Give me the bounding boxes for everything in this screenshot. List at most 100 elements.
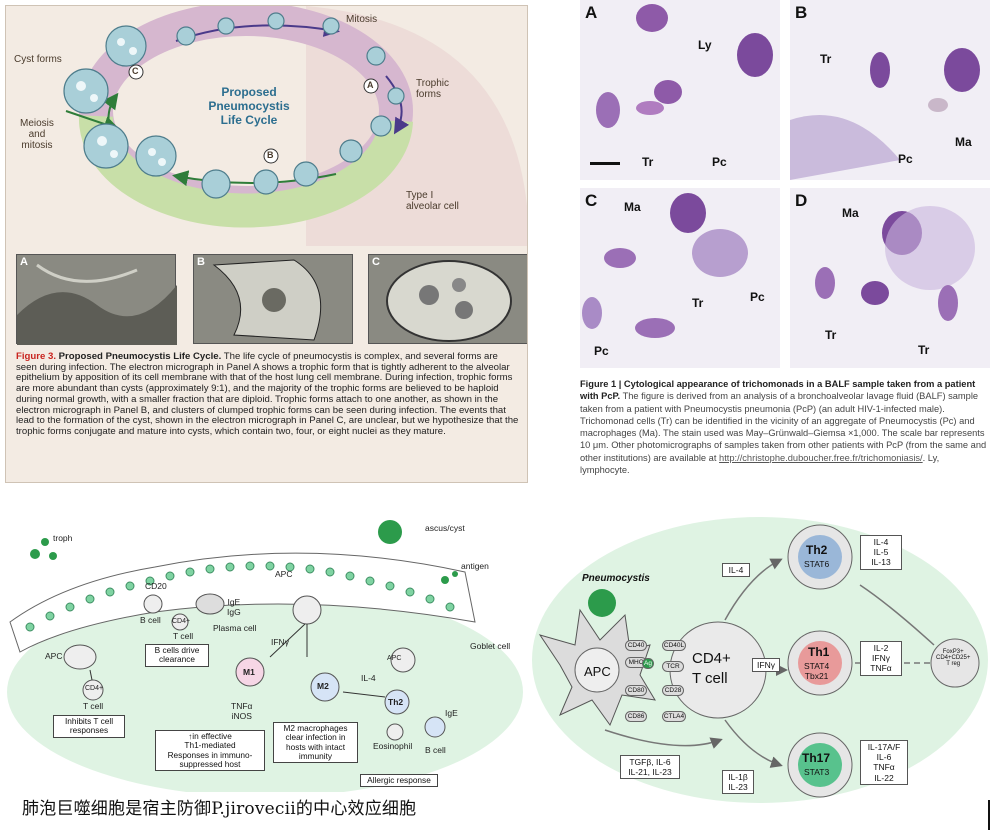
label-b-ma: Ma xyxy=(955,135,972,149)
label-tnf-inos: TNFα iNOS xyxy=(231,701,253,721)
label-eosinophil: Eosinophil xyxy=(373,741,413,751)
box-il4: IL-4 xyxy=(722,563,750,578)
box-th1-responses: ↑in effective Th1-mediated Responses in … xyxy=(155,730,265,772)
immune-illustration xyxy=(7,520,523,792)
label-cd4-main: CD4+ xyxy=(692,650,731,667)
receptor-ag: Ag xyxy=(642,658,654,669)
label-ige-igg: IgE IgG xyxy=(227,597,241,617)
label-tcell-main: T cell xyxy=(692,670,728,687)
cyto-caption-tail: . Ly, lymphocyte. xyxy=(580,452,940,475)
label-ifng: IFNγ xyxy=(271,637,289,647)
label-mitosis: Mitosis xyxy=(346,14,378,25)
label-il4: IL-4 xyxy=(361,673,376,683)
label-bcell2: B cell xyxy=(425,745,446,755)
box-il1b: IL-1β IL-23 xyxy=(722,770,754,795)
lifecycle-title: Proposed Pneumocystis Life Cycle xyxy=(208,85,290,127)
label-cd4-mid: CD4+ xyxy=(172,618,191,625)
label-trophic-forms: Trophic forms xyxy=(416,78,449,100)
caption-body: The life cycle of pneumocystis is comple… xyxy=(16,351,519,438)
label-troph: troph xyxy=(53,533,73,543)
box-ifng: IFNγ xyxy=(752,658,780,673)
tcell-differentiation-diagram: Pneumocystis APC CD4+ T cell CD40 MHC Ag… xyxy=(530,515,990,805)
cyto-letter-c: C xyxy=(585,191,598,210)
cyto-panel-d: D Ma Tr Tr xyxy=(790,188,990,368)
receptor-cd86: CD86 xyxy=(625,711,647,722)
label-stat6: STAT6 xyxy=(804,559,830,569)
box-th2-cytokines: IL-4 IL-5 IL-13 xyxy=(860,535,902,570)
label-m2: M2 xyxy=(317,681,329,691)
label-a-tr: Tr xyxy=(642,155,654,169)
cytology-figure: A Ly Tr Pc B Tr Ma Pc C Ma Tr Pc Pc D Ma xyxy=(580,0,990,370)
immune-diagram: troph ascus/cyst antigen APC APC APC CD2… xyxy=(5,512,525,792)
receptor-cd28: CD28 xyxy=(662,685,684,696)
lifecycle-figure: C A B Proposed Pneumocystis Life Cycle M… xyxy=(5,5,528,483)
label-c-pc1: Pc xyxy=(750,290,765,304)
label-b-tr: Tr xyxy=(820,52,832,66)
cyto-caption-body: The figure is derived from an analysis o… xyxy=(580,391,987,463)
label-ige: IgE xyxy=(445,708,458,718)
label-th1: Th1 xyxy=(808,645,830,659)
box-tgfb-cytokines: TGFβ, IL-6 IL-21, IL-23 xyxy=(620,755,680,780)
box-allergic: Allergic response xyxy=(360,774,438,788)
label-stat3: STAT3 xyxy=(804,767,830,777)
cyto-caption-heading: Figure 1 | Cytological appearance of tri… xyxy=(580,379,976,402)
label-cd20: CD20 xyxy=(145,581,167,591)
cyto-panel-a: A Ly Tr Pc xyxy=(580,0,780,180)
label-ly: Ly xyxy=(698,38,712,52)
cytology-caption: Figure 1 | Cytological appearance of tri… xyxy=(580,378,990,488)
label-cyst-forms: Cyst forms xyxy=(14,54,62,65)
receptor-tcr: TCR xyxy=(662,661,684,672)
label-goblet-cell: Goblet cell xyxy=(470,641,511,651)
label-apc-mid: APC xyxy=(275,569,293,579)
lifecycle-caption: Figure 3. Proposed Pneumocystis Life Cyc… xyxy=(16,351,521,438)
label-stat4: STAT4 Tbx21 xyxy=(804,661,830,681)
label-d-tr1: Tr xyxy=(825,328,837,342)
em-letter-b: B xyxy=(197,256,205,268)
chinese-caption: 肺泡巨噬细胞是宿主防御P.jirovecii的中心效应细胞 xyxy=(22,799,417,819)
receptor-cd80: CD80 xyxy=(625,685,647,696)
receptor-ctla4: CTLA4 xyxy=(662,711,686,722)
em-letter-c: C xyxy=(372,256,380,268)
label-c-ma: Ma xyxy=(624,200,641,214)
box-bcells-drive: B cells drive clearance xyxy=(145,644,209,667)
cyto-panel-b: B Tr Ma Pc xyxy=(790,0,990,180)
box-th17-cytokines: IL-17A/F IL-6 TNFα IL-22 xyxy=(860,740,908,785)
label-cd4-left: CD4+ xyxy=(85,685,104,692)
edge-mark xyxy=(988,800,990,830)
box-inhibits-tcell: Inhibits T cell responses xyxy=(53,715,125,738)
em-panel-a: A xyxy=(16,254,177,345)
label-d-tr2: Tr xyxy=(918,343,930,357)
em-letter-a: A xyxy=(20,256,28,268)
cyto-letter-d: D xyxy=(795,191,808,210)
marker-c: C xyxy=(132,66,139,76)
label-meiosis: Meiosis and mitosis xyxy=(20,118,54,151)
caption-figure-number: Figure 3. xyxy=(16,351,56,362)
box-m2-clear: M2 macrophages clear infection in hosts … xyxy=(273,722,358,764)
marker-a: A xyxy=(367,80,374,90)
receptor-cd40l: CD40L xyxy=(662,640,686,651)
cyto-caption-link[interactable]: http://christophe.duboucher.free.fr/tric… xyxy=(719,452,923,463)
label-th2: Th2 xyxy=(388,697,404,707)
box-th1-cytokines: IL-2 IFNγ TNFα xyxy=(860,641,902,676)
caption-heading: Proposed Pneumocystis Life Cycle. xyxy=(58,351,222,362)
cyto-letter-b: B xyxy=(795,3,808,22)
em-panel-c: C xyxy=(368,254,527,344)
label-c-pc2: Pc xyxy=(594,344,609,358)
label-th2: Th2 xyxy=(806,543,828,557)
label-apc-right: APC xyxy=(387,655,402,662)
label-type1: Type I alveolar cell xyxy=(406,190,459,212)
lifecycle-diagram xyxy=(63,6,527,246)
label-tcell-left: T cell xyxy=(83,701,104,711)
label-d-ma: Ma xyxy=(842,206,859,220)
label-bcell: B cell xyxy=(140,615,161,625)
label-a-pc: Pc xyxy=(712,155,727,169)
label-treg: FoxP3+ CD4+CD25+ T reg xyxy=(936,649,971,667)
label-apc: APC xyxy=(584,664,611,679)
label-c-tr: Tr xyxy=(692,296,704,310)
label-m1: M1 xyxy=(243,667,255,677)
receptor-cd40: CD40 xyxy=(625,640,647,651)
label-tcell-mid: T cell xyxy=(173,631,194,641)
label-apc-left: APC xyxy=(45,651,63,661)
label-pneumocystis: Pneumocystis xyxy=(582,573,650,584)
label-b-pc: Pc xyxy=(898,152,913,166)
